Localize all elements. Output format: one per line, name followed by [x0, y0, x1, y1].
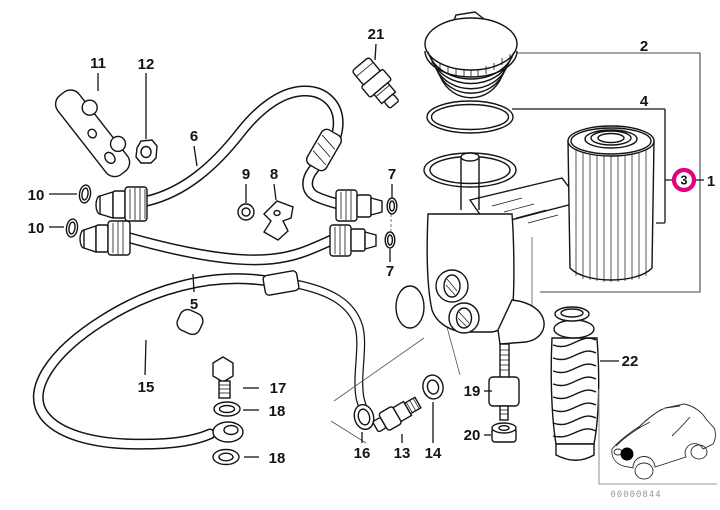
hose-5-left-fitting-drawing [79, 220, 131, 256]
part-label-7-b[interactable]: 7 [386, 263, 394, 280]
washer-18a-drawing [213, 401, 241, 417]
holder-bracket-11-drawing [54, 89, 131, 178]
filter-cap-drawing [424, 11, 518, 99]
diagram-image-code: 00000844 [610, 490, 661, 500]
hose-6-right-fitting-drawing [335, 189, 383, 222]
part-label-4[interactable]: 4 [640, 93, 649, 110]
seal-ring-10b-drawing [65, 218, 79, 238]
gasket-ring-drawing [426, 100, 514, 134]
seal-ring-10a-drawing [78, 184, 92, 204]
banjo-eye-drawing [212, 421, 244, 443]
car-locator-thumbnail [598, 389, 717, 485]
filter-housing-drawing [395, 152, 582, 345]
highlight-ring [671, 167, 697, 193]
part-label-2[interactable]: 2 [640, 38, 648, 55]
filter-element-drawing [567, 125, 655, 282]
leader-lines [49, 43, 619, 458]
fitting-13-drawing [372, 396, 422, 433]
oil-hose-15-drawing [32, 270, 369, 450]
part-label-3[interactable]: 3 [681, 174, 688, 188]
nut-12-drawing [135, 139, 158, 164]
hose-6-left-fitting-drawing [95, 186, 148, 222]
banjo-bolt-17-drawing [212, 356, 234, 399]
oil-hose-6-drawing [141, 85, 344, 210]
washer-18b-drawing [212, 448, 240, 466]
part-label-11[interactable]: 11 [90, 55, 106, 72]
part-label-12[interactable]: 12 [138, 56, 155, 73]
hose-5-right-fitting-drawing [329, 224, 377, 257]
clamp-16-drawing [353, 403, 375, 431]
spiral-tube-22-drawing [550, 306, 600, 461]
part-label-20[interactable]: 20 [464, 427, 481, 444]
part-label-14[interactable]: 14 [425, 445, 442, 462]
part-label-1[interactable]: 1 [707, 173, 715, 190]
o-ring-7b-inner [386, 234, 394, 246]
part-label-22[interactable]: 22 [622, 353, 639, 370]
oil-hose-5-drawing [124, 232, 338, 266]
part-label-21[interactable]: 21 [368, 26, 385, 43]
part-label-17[interactable]: 17 [270, 380, 287, 397]
part-label-15[interactable]: 15 [138, 379, 155, 396]
damper-19-drawing [488, 343, 520, 421]
o-ring-7a-inner [388, 200, 396, 212]
part-label-6[interactable]: 6 [190, 128, 198, 145]
part-label-7-a[interactable]: 7 [388, 166, 396, 183]
part-label-19[interactable]: 19 [464, 383, 481, 400]
part-label-13[interactable]: 13 [394, 445, 411, 462]
group-brackets [512, 52, 704, 293]
highlighted-callout-3[interactable]: 3 [671, 167, 697, 193]
part-label-16[interactable]: 16 [354, 445, 371, 462]
part-label-10-a[interactable]: 10 [28, 187, 45, 204]
nut-20-drawing [491, 422, 517, 443]
part-label-9[interactable]: 9 [242, 166, 250, 183]
part-label-8[interactable]: 8 [270, 166, 278, 183]
part-label-5[interactable]: 5 [190, 296, 198, 313]
washer-14-drawing [422, 374, 444, 400]
nut-9-drawing [237, 203, 255, 221]
part-label-10-b[interactable]: 10 [28, 220, 45, 237]
part-location-dot [620, 447, 634, 461]
hose-sleeve-drawing [305, 128, 343, 172]
part-label-18-b[interactable]: 18 [269, 450, 286, 467]
part-label-18-a[interactable]: 18 [269, 403, 286, 420]
pressure-sensor-21-drawing [352, 57, 399, 109]
bracket-8-drawing [263, 200, 294, 241]
